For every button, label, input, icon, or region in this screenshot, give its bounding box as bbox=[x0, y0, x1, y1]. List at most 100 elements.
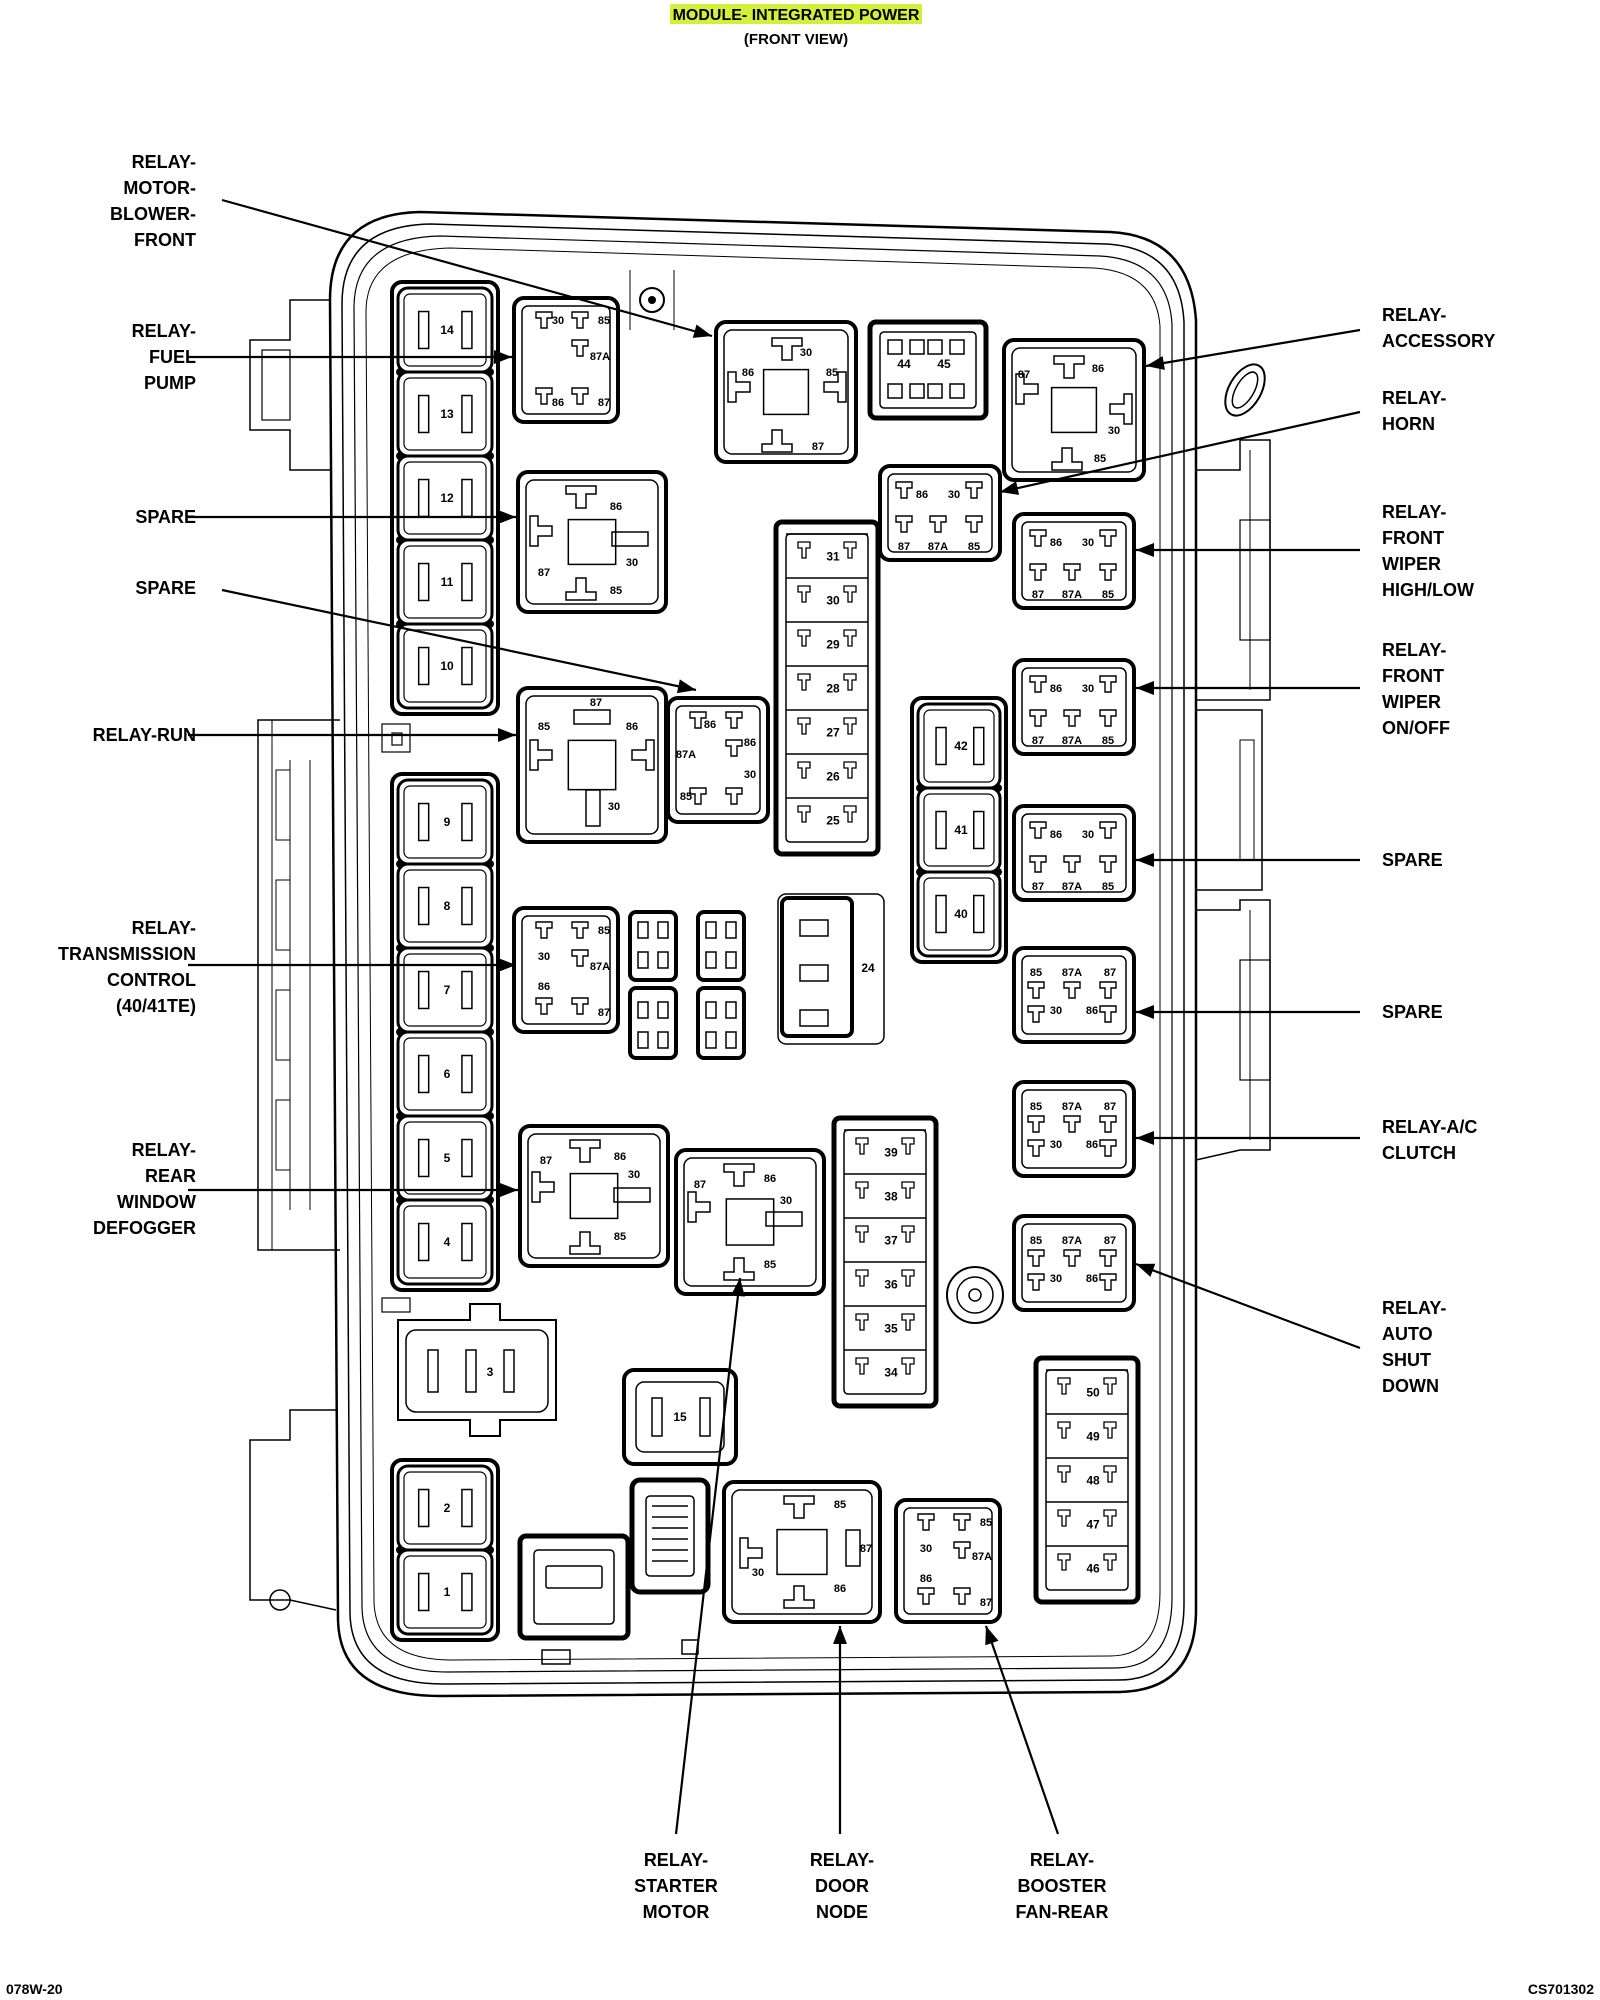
label-line: FRONT bbox=[134, 230, 196, 250]
label-spare-2: SPARE bbox=[135, 578, 196, 598]
cartridge-fuse bbox=[396, 622, 494, 710]
fuse-number: 7 bbox=[444, 983, 451, 997]
label-line: (40/41TE) bbox=[116, 996, 196, 1016]
pin-label: 30 bbox=[1082, 829, 1094, 841]
fuse-number: 36 bbox=[884, 1277, 898, 1291]
label-line: MOTOR bbox=[643, 1902, 710, 1922]
mini-fuse-strip-lower-frame bbox=[831, 1115, 939, 1409]
label-line: CLUTCH bbox=[1382, 1143, 1456, 1163]
relay-front-wiper-on-off-outline bbox=[1012, 658, 1136, 756]
callout-arrow bbox=[188, 350, 512, 364]
label-line: BOOSTER bbox=[1017, 1876, 1106, 1896]
label-line: DOOR bbox=[815, 1876, 869, 1896]
pin-label: 30 bbox=[920, 1543, 932, 1555]
relay-transmission-control-outline bbox=[512, 906, 620, 1034]
outline bbox=[629, 1477, 711, 1595]
callout-arrow bbox=[1136, 853, 1360, 867]
pin-label: 85 bbox=[826, 367, 838, 379]
mini-fuse-pair-1 bbox=[628, 910, 678, 1060]
pin-label: 87 bbox=[598, 397, 610, 409]
label-line: DEFOGGER bbox=[93, 1218, 196, 1238]
outline bbox=[923, 793, 995, 867]
label-relay-ac-clutch: RELAY-A/C CLUTCH bbox=[1382, 1117, 1477, 1163]
fuse-number: 12 bbox=[440, 491, 454, 505]
label-line: SHUT bbox=[1382, 1350, 1431, 1370]
pin-label: 86 bbox=[1086, 1139, 1098, 1151]
outline bbox=[527, 1133, 661, 1259]
pin-label: 87A bbox=[972, 1551, 992, 1563]
fuse-number: 25 bbox=[826, 813, 840, 827]
label-line: RELAY-A/C bbox=[1382, 1117, 1477, 1137]
fuse-number: 3 bbox=[487, 1365, 494, 1379]
pin-label: 87 bbox=[1104, 1101, 1116, 1113]
fuse-number: 47 bbox=[1086, 1517, 1100, 1531]
outline bbox=[645, 1495, 695, 1577]
pin-label: 86 bbox=[626, 721, 638, 733]
fuse-number: 15 bbox=[673, 1410, 687, 1424]
pin-label: 86 bbox=[1092, 363, 1104, 375]
outline bbox=[403, 1121, 487, 1195]
pin-label: 87 bbox=[694, 1179, 706, 1191]
outline bbox=[517, 1533, 631, 1641]
label-line: WIPER bbox=[1382, 554, 1441, 574]
label-line: RELAY- bbox=[1030, 1850, 1094, 1870]
relay-spare-2-outline bbox=[666, 696, 770, 824]
callout-arrow bbox=[1136, 1005, 1360, 1019]
pin-label: 30 bbox=[744, 769, 756, 781]
fuse-block-3: 3 bbox=[397, 1303, 557, 1437]
pin-label: 86 bbox=[610, 501, 622, 513]
pin-label: 87 bbox=[980, 1597, 992, 1609]
callout-arrow bbox=[188, 510, 516, 524]
fuse-number: 28 bbox=[826, 681, 840, 695]
outline bbox=[1021, 813, 1127, 893]
fuse-number: 24 bbox=[861, 961, 875, 975]
outline bbox=[521, 305, 611, 415]
pin-label: 30 bbox=[780, 1195, 792, 1207]
callout-arrow bbox=[1136, 543, 1360, 557]
callout-arrow bbox=[188, 958, 516, 972]
outline bbox=[903, 1507, 993, 1615]
pin-label: 30 bbox=[1082, 537, 1094, 549]
pin-label: 30 bbox=[626, 557, 638, 569]
fuse-number: 6 bbox=[444, 1067, 451, 1081]
pin-label: 85 bbox=[598, 315, 610, 327]
fuse-number: 34 bbox=[884, 1365, 898, 1379]
relay-auto-shut-down-outline bbox=[1012, 1214, 1136, 1312]
outline bbox=[696, 910, 746, 982]
pin-label: 85 bbox=[1094, 453, 1106, 465]
outline bbox=[525, 479, 659, 605]
pin-label: 86 bbox=[834, 1583, 846, 1595]
label-line: WINDOW bbox=[117, 1192, 196, 1212]
label-line: RELAY- bbox=[1382, 1298, 1446, 1318]
relay-run-outline bbox=[516, 686, 668, 844]
pin-label: 87 bbox=[860, 1543, 872, 1555]
label-line: PUMP bbox=[144, 373, 196, 393]
label-line: RELAY- bbox=[132, 152, 196, 172]
pin-label: 86 bbox=[704, 719, 716, 731]
callout-arrow bbox=[1136, 681, 1360, 695]
outline bbox=[403, 1555, 487, 1629]
outline bbox=[1021, 667, 1127, 747]
label-line: RELAY- bbox=[132, 918, 196, 938]
pin-label: 87A bbox=[590, 961, 610, 973]
module-housing bbox=[249, 210, 1271, 1698]
label-line: MOTOR- bbox=[123, 178, 196, 198]
cartridge-fuse bbox=[396, 1198, 494, 1286]
fuse-number: 29 bbox=[826, 637, 840, 651]
pin-label: 85 bbox=[968, 541, 980, 553]
fuse-number: 49 bbox=[1086, 1429, 1100, 1443]
outline bbox=[403, 461, 487, 535]
label-line: RELAY-RUN bbox=[93, 725, 196, 745]
